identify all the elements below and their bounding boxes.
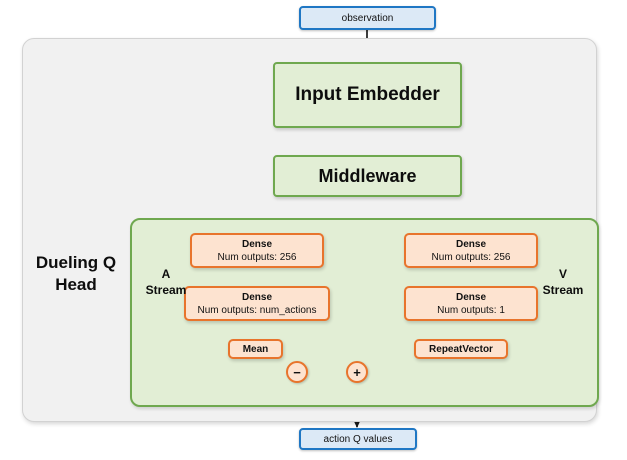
a-stream-label-line1: A xyxy=(161,267,171,281)
repeat-vector-label: RepeatVector xyxy=(429,343,493,355)
add-operator-glyph: + xyxy=(353,364,361,380)
a-stream-label: A Stream xyxy=(140,266,192,298)
v-stream-label: V Stream xyxy=(534,266,592,298)
mean-label: Mean xyxy=(242,343,269,355)
a-stream-dense-2-outputs: Num outputs: num_actions xyxy=(197,304,317,316)
middleware-node[interactable]: Middleware xyxy=(273,155,462,197)
input-embedder-node[interactable]: Input Embedder xyxy=(273,62,462,128)
subtract-operator-glyph: − xyxy=(293,364,301,380)
dueling-q-head-label-line2: Head xyxy=(55,275,97,294)
a-stream-dense-2-title: Dense xyxy=(241,291,272,303)
a-stream-dense-1-outputs: Num outputs: 256 xyxy=(217,251,297,263)
dueling-q-head-label: Dueling Q Head xyxy=(24,252,128,296)
observation-node[interactable]: observation xyxy=(299,6,436,30)
mean-node[interactable]: Mean xyxy=(228,339,283,359)
a-stream-dense-1-title: Dense xyxy=(241,238,272,250)
observation-label: observation xyxy=(341,12,394,24)
subtract-operator-icon: − xyxy=(286,361,308,383)
add-operator-icon: + xyxy=(346,361,368,383)
action-q-values-label: action Q values xyxy=(323,433,393,445)
v-stream-dense-1-title: Dense xyxy=(455,238,486,250)
v-stream-dense-2-outputs: Num outputs: 1 xyxy=(437,304,505,316)
a-stream-label-line2: Stream xyxy=(145,283,187,297)
input-embedder-label: Input Embedder xyxy=(295,84,440,105)
action-q-values-node[interactable]: action Q values xyxy=(299,428,417,450)
v-stream-dense-1-node[interactable]: Dense Num outputs: 256 xyxy=(404,233,538,268)
v-stream-dense-1-outputs: Num outputs: 256 xyxy=(431,251,511,263)
v-stream-dense-2-node[interactable]: Dense Num outputs: 1 xyxy=(404,286,538,321)
middleware-label: Middleware xyxy=(318,165,417,186)
a-stream-dense-1-node[interactable]: Dense Num outputs: 256 xyxy=(190,233,324,268)
a-stream-dense-2-node[interactable]: Dense Num outputs: num_actions xyxy=(184,286,330,321)
dueling-q-head-label-line1: Dueling Q xyxy=(35,253,117,272)
v-stream-label-line1: V xyxy=(558,267,567,281)
repeat-vector-node[interactable]: RepeatVector xyxy=(414,339,508,359)
v-stream-dense-2-title: Dense xyxy=(455,291,486,303)
v-stream-label-line2: Stream xyxy=(542,283,584,297)
